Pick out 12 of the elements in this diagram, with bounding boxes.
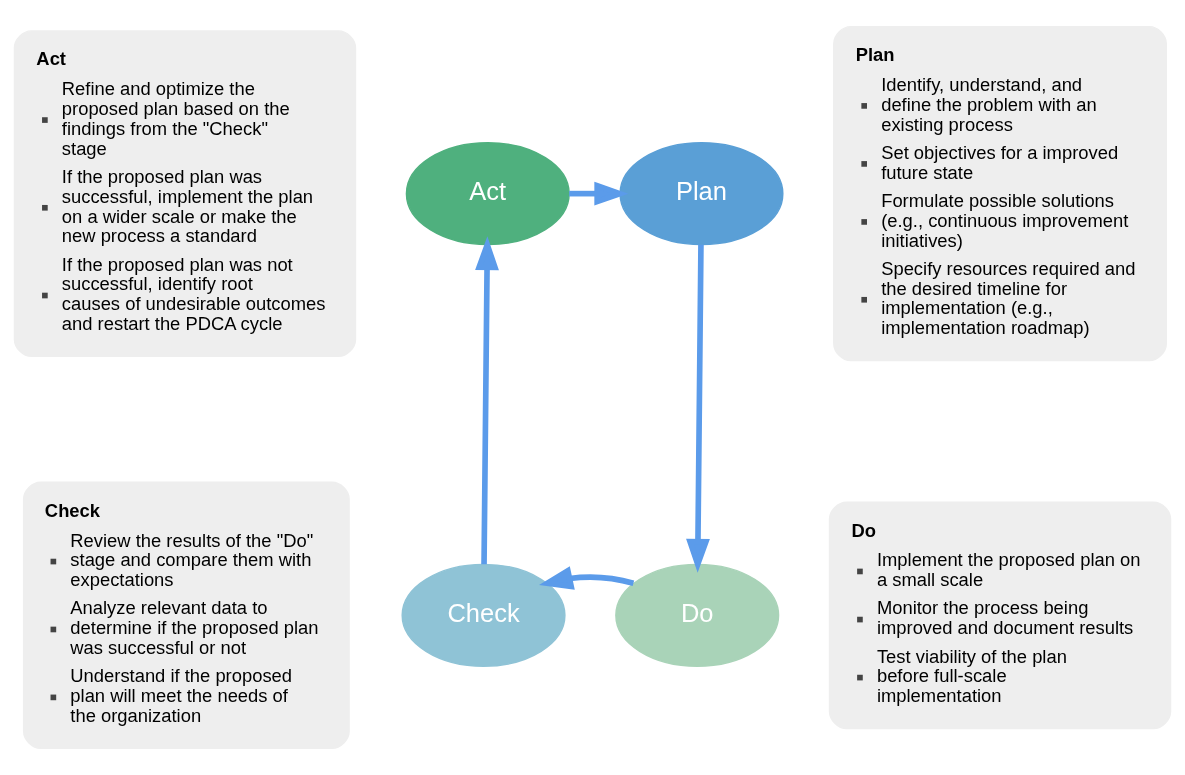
node-box: Check Review the results of the "Do" stage and compare them with expectations Analyze relevant data to determine if the proposed plan was successful or not Understand if the proposed plan will meet the needs of the organization [22, 481, 350, 750]
node-ellipse: Check [401, 563, 566, 667]
node-ellipse: Act [405, 142, 570, 246]
node-ellipse: Do [615, 563, 780, 667]
arrow [686, 244, 710, 573]
node-ellipse: Plan [619, 142, 784, 246]
node-box: Do Implement the proposed plan on a small scale Monitor the process being improved and document results Test viability of the plan before full-scale implementation [828, 501, 1172, 730]
arrow [569, 181, 629, 206]
arrow [475, 236, 499, 565]
node-box: Plan Identify, understand, and define the problem with an existing process Set objectives for a improved future state Formulate possible solutions (e.g., continuous improvement initiatives) Specify resources required and the desired timeline for implementation (e.g., implementation roadmap) [833, 25, 1167, 362]
node-box: Act Refine and optimize the proposed plan based on the findings from the "Check" stage If the proposed plan was successful, implement the plan on a wider scale or make the new process a standard If the proposed plan was not successful, identify root causes of undesirable outcomes and restart the PDCA cycle [13, 30, 357, 358]
arrow [539, 566, 635, 590]
